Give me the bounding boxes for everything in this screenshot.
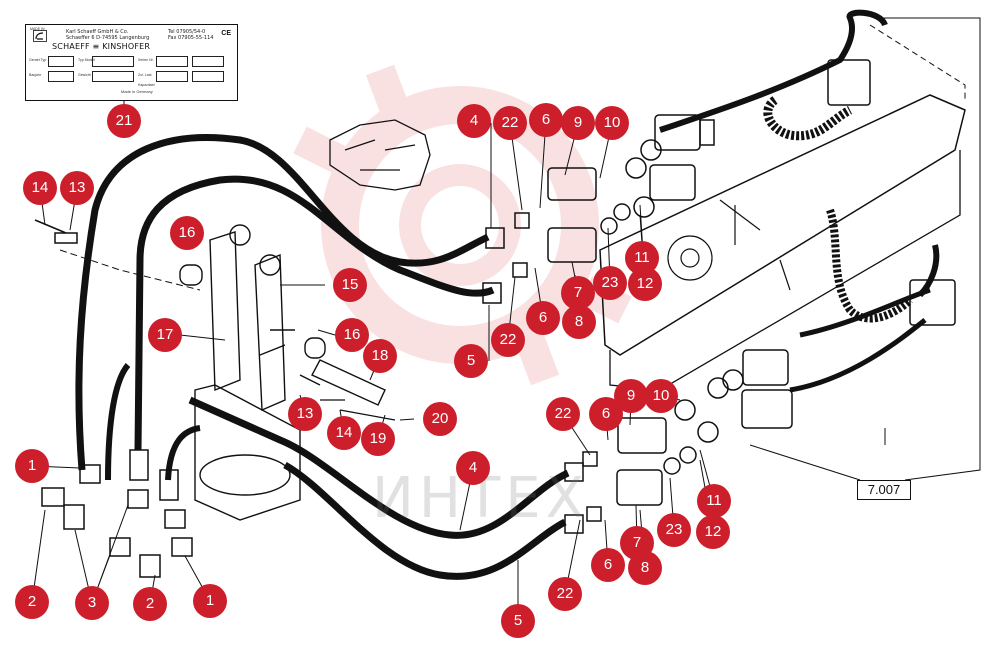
callout-17: 17 xyxy=(148,318,182,352)
callout-3: 3 xyxy=(75,586,109,620)
callout-14: 14 xyxy=(327,416,361,450)
boom-outline xyxy=(599,94,966,356)
field-box xyxy=(48,71,74,82)
manufacturer-address: Karl Schaeff GmbH & Co. Schaeffer 6 D-74… xyxy=(66,29,171,41)
callout-6: 6 xyxy=(526,301,560,335)
callout-10: 10 xyxy=(595,106,629,140)
field-box xyxy=(192,56,224,67)
callout-22: 22 xyxy=(548,577,582,611)
field-label: Baujahr xyxy=(29,73,42,77)
callout-16: 16 xyxy=(335,318,369,352)
callout-22: 22 xyxy=(546,397,580,431)
callout-4: 4 xyxy=(456,451,490,485)
phone-number: Tel 07905/54-0 xyxy=(168,29,206,35)
hose-5-lower xyxy=(283,461,567,580)
hose-left-small xyxy=(105,363,131,481)
manufacturer-line1: Karl Schaeff GmbH & Co. xyxy=(66,29,129,35)
boom-hose-bottom xyxy=(789,318,927,393)
valve-bottom xyxy=(909,279,956,326)
callout-22: 22 xyxy=(493,106,527,140)
valve-top xyxy=(827,59,871,106)
nameplate: MADE IN Karl Schaeff GmbH & Co. Schaeffe… xyxy=(25,24,238,101)
bracket-7007 xyxy=(749,17,981,481)
coupler-group-upper xyxy=(482,114,715,304)
callout-9: 9 xyxy=(614,379,648,413)
callout-10: 10 xyxy=(644,379,678,413)
field-label: Zul. Last xyxy=(138,73,152,77)
callout-19: 19 xyxy=(361,422,395,456)
callout-22: 22 xyxy=(491,323,525,357)
callout-9: 9 xyxy=(561,106,595,140)
field-box xyxy=(92,71,134,82)
callout-1: 1 xyxy=(193,584,227,618)
hose-4-upper xyxy=(75,134,490,471)
callout-11: 11 xyxy=(625,241,659,275)
assembly-reference: 7.007 xyxy=(857,480,911,500)
callout-6: 6 xyxy=(591,548,625,582)
callout-4: 4 xyxy=(457,104,491,138)
field-box xyxy=(92,56,134,67)
made-in-label: MADE IN xyxy=(30,27,45,31)
callout-12: 12 xyxy=(628,267,662,301)
field-label: Typ Modell xyxy=(78,58,95,62)
callout-7: 7 xyxy=(561,276,595,310)
ce-mark: CE xyxy=(221,30,231,37)
callout-5: 5 xyxy=(501,604,535,638)
callout-12: 12 xyxy=(696,515,730,549)
callout-18: 18 xyxy=(363,339,397,373)
hose-5-upper xyxy=(134,175,495,451)
field-label: Serien Nr. xyxy=(138,58,154,62)
fax-number: Fax 07905-55-114 xyxy=(168,35,214,41)
callout-13: 13 xyxy=(60,171,94,205)
contact-info: Tel 07905/54-0 Fax 07905-55-114 xyxy=(168,29,213,41)
callout-1: 1 xyxy=(15,449,49,483)
boom-hose-top xyxy=(659,9,888,133)
field-label: Geraet Typ xyxy=(29,58,47,62)
callout-23: 23 xyxy=(657,513,691,547)
callout-13: 13 xyxy=(288,397,322,431)
field-label: Gewicht xyxy=(78,73,91,77)
kinshofer-logo-icon xyxy=(33,30,47,42)
field-label: Kapazitaet xyxy=(138,83,155,87)
callout-6: 6 xyxy=(529,103,563,137)
made-in-germany-label: Made in Germany xyxy=(121,89,153,94)
callout-15: 15 xyxy=(333,268,367,302)
boom-hose-mid xyxy=(826,208,913,323)
boom-hose-right xyxy=(917,244,940,298)
callout-16: 16 xyxy=(170,216,204,250)
field-box xyxy=(156,56,188,67)
coupler-group-lower xyxy=(564,349,793,534)
boom-hose-lower xyxy=(799,287,931,338)
callout-2: 2 xyxy=(133,587,167,621)
field-box xyxy=(192,71,224,82)
adapter-plate xyxy=(329,119,431,191)
callout-11: 11 xyxy=(697,484,731,518)
callout-5: 5 xyxy=(454,344,488,378)
fittings-left xyxy=(41,449,193,578)
field-box xyxy=(48,56,74,67)
brand-name: SCHAEFF ≡ KINSHOFER xyxy=(52,42,151,51)
callout-21: 21 xyxy=(107,104,141,138)
hose-4-lower xyxy=(188,396,570,539)
callout-14: 14 xyxy=(23,171,57,205)
callout-8: 8 xyxy=(562,305,596,339)
callout-20: 20 xyxy=(423,402,457,436)
callout-8: 8 xyxy=(628,551,662,585)
mounting-bracket xyxy=(179,224,386,521)
callout-2: 2 xyxy=(15,585,49,619)
callout-23: 23 xyxy=(593,266,627,300)
field-box xyxy=(156,71,188,82)
manufacturer-line2: Schaeffer 6 D-74595 Langenburg xyxy=(66,35,150,41)
